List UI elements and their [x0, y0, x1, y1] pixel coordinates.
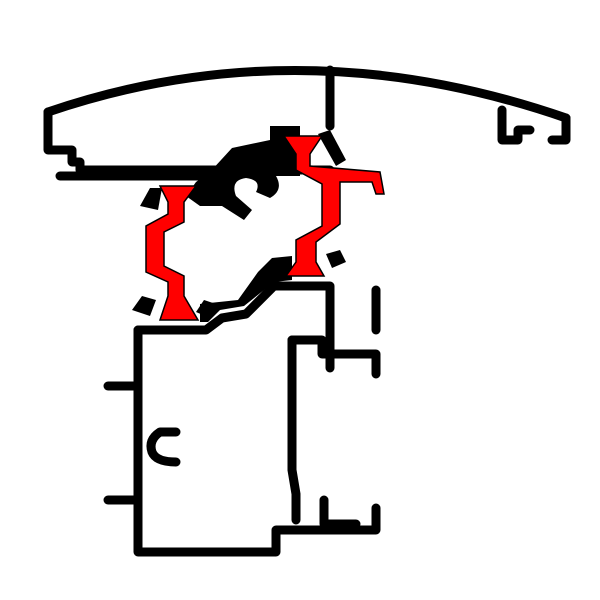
thermal-break-strip-left [145, 185, 200, 321]
cover-cap-right-end [547, 113, 571, 145]
gasket-wedges [132, 188, 216, 318]
cover-cap-right-hook [497, 105, 535, 145]
frame-c-channel [146, 427, 181, 467]
frame-outer-edge [133, 325, 381, 557]
thermal-break-strip-right [282, 135, 385, 277]
gasket-wedge-upper-left [140, 188, 162, 210]
middle-connector [200, 256, 292, 322]
upper-profile-wedge [318, 130, 346, 166]
thermal-break-strips [145, 135, 385, 321]
upper-profile [186, 126, 346, 322]
cover-cap-arc [43, 66, 571, 123]
lower-frame-profile [103, 281, 381, 557]
frame-bottom-hook [319, 495, 361, 529]
cover-cap [43, 65, 571, 181]
frame-top-edge [133, 281, 335, 345]
cover-cap-left-flange [43, 107, 335, 175]
gasket-wedge-lower-left [132, 296, 156, 316]
gasket-wedge-lower-mid [196, 300, 216, 318]
frame-inner-wall [287, 335, 301, 525]
upper-profile-body [186, 126, 300, 220]
middle-wedge-right [326, 250, 346, 268]
